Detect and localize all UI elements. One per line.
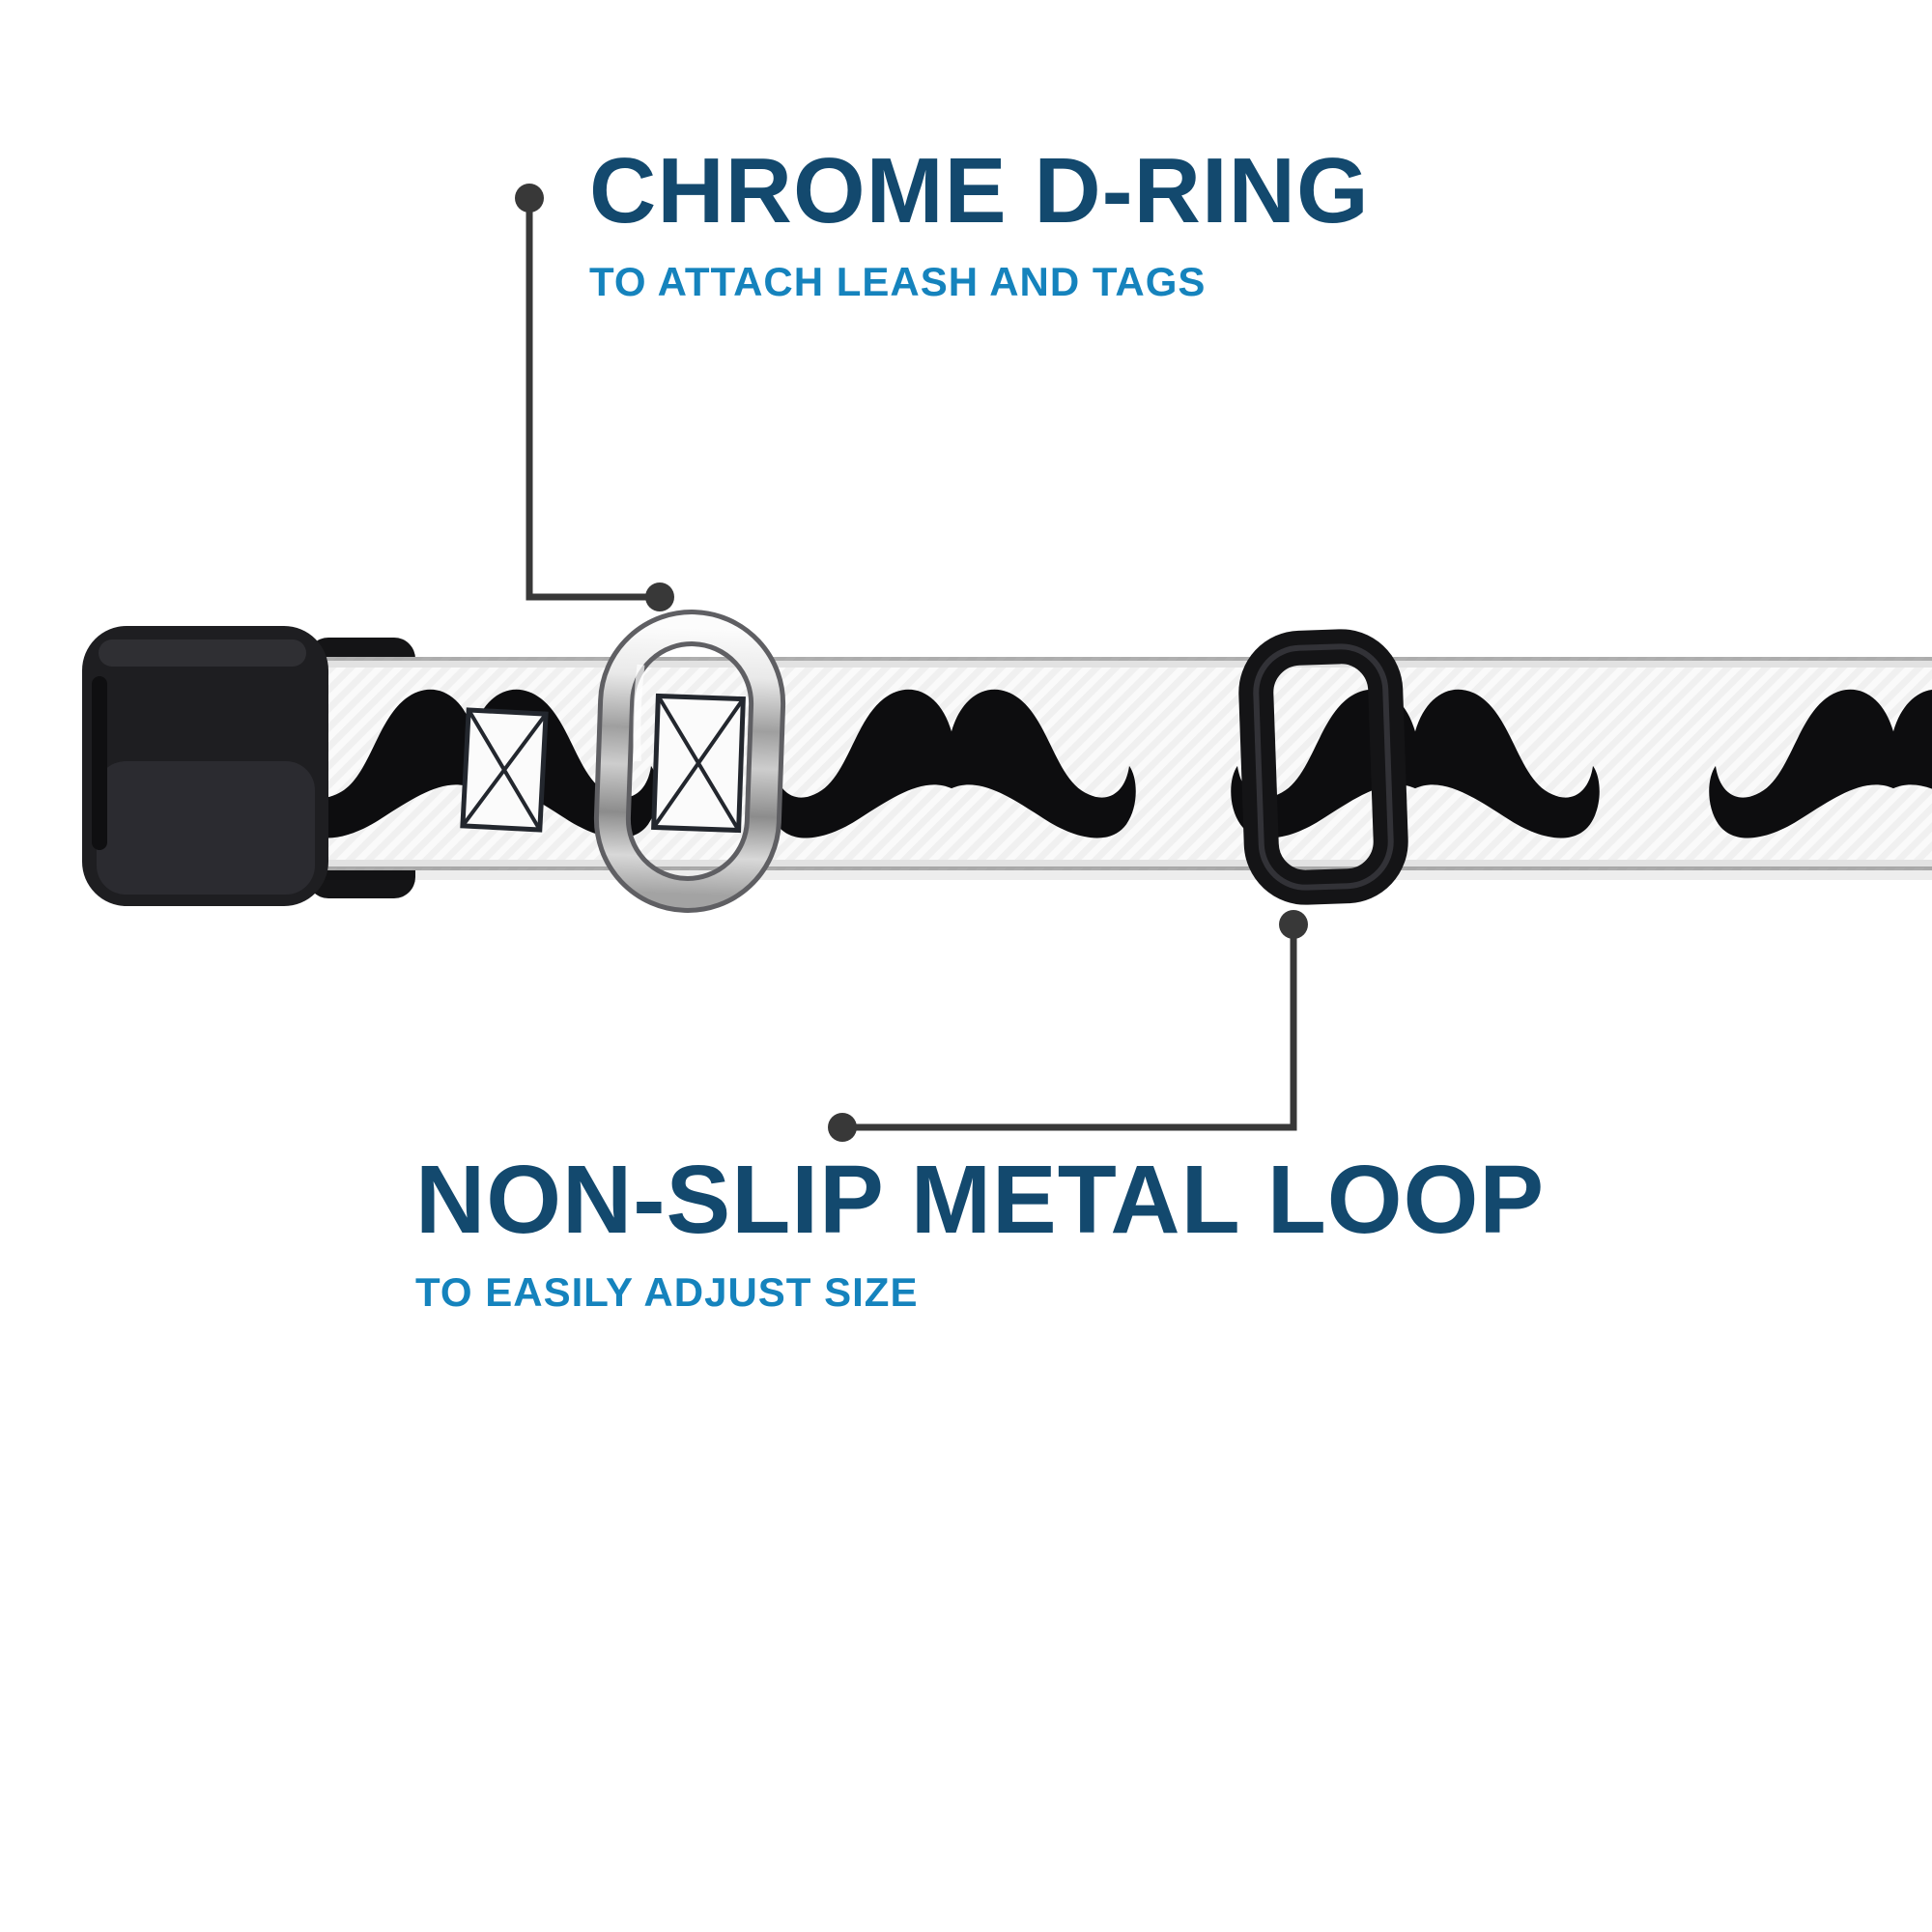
strap-top-edge xyxy=(290,657,1932,661)
callout-dot xyxy=(1279,910,1308,939)
callout-line-top xyxy=(526,198,660,601)
d-ring-highlight xyxy=(633,664,645,762)
d-ring-metal xyxy=(598,614,781,908)
d-ring xyxy=(593,610,786,913)
callout-dot xyxy=(828,1113,857,1142)
callout-bottom-subtitle: TO EASILY ADJUST SIZE xyxy=(415,1269,919,1315)
strap-bottom-edge xyxy=(290,867,1932,870)
callout-top: CHROME D-RING TO ATTACH LEASH AND TAGS xyxy=(589,145,1370,305)
strap-bottom-band xyxy=(290,860,1932,867)
callout-line-bottom xyxy=(842,924,1297,1131)
buckle xyxy=(82,626,328,906)
metal-loop-slider xyxy=(1238,629,1408,905)
buckle-top-sheen xyxy=(99,639,306,667)
strap-shadow xyxy=(290,870,1932,880)
callout-top-subtitle: TO ATTACH LEASH AND TAGS xyxy=(589,259,1207,304)
stitch-box xyxy=(460,707,549,833)
stitch-boxes xyxy=(460,693,746,834)
buckle-left-edge xyxy=(92,676,107,850)
stitch-box xyxy=(651,693,746,834)
strap-top-band xyxy=(290,661,1932,668)
callout-top-title: CHROME D-RING xyxy=(589,139,1370,242)
callout-dot xyxy=(515,184,544,213)
buckle-lower-sheen xyxy=(97,761,315,895)
callout-dot xyxy=(645,582,674,611)
slider-highlight xyxy=(1253,643,1394,891)
callout-bottom: NON-SLIP METAL LOOP TO EASILY ADJUST SIZ… xyxy=(415,1151,1545,1316)
callout-bottom-title: NON-SLIP METAL LOOP xyxy=(415,1146,1546,1254)
